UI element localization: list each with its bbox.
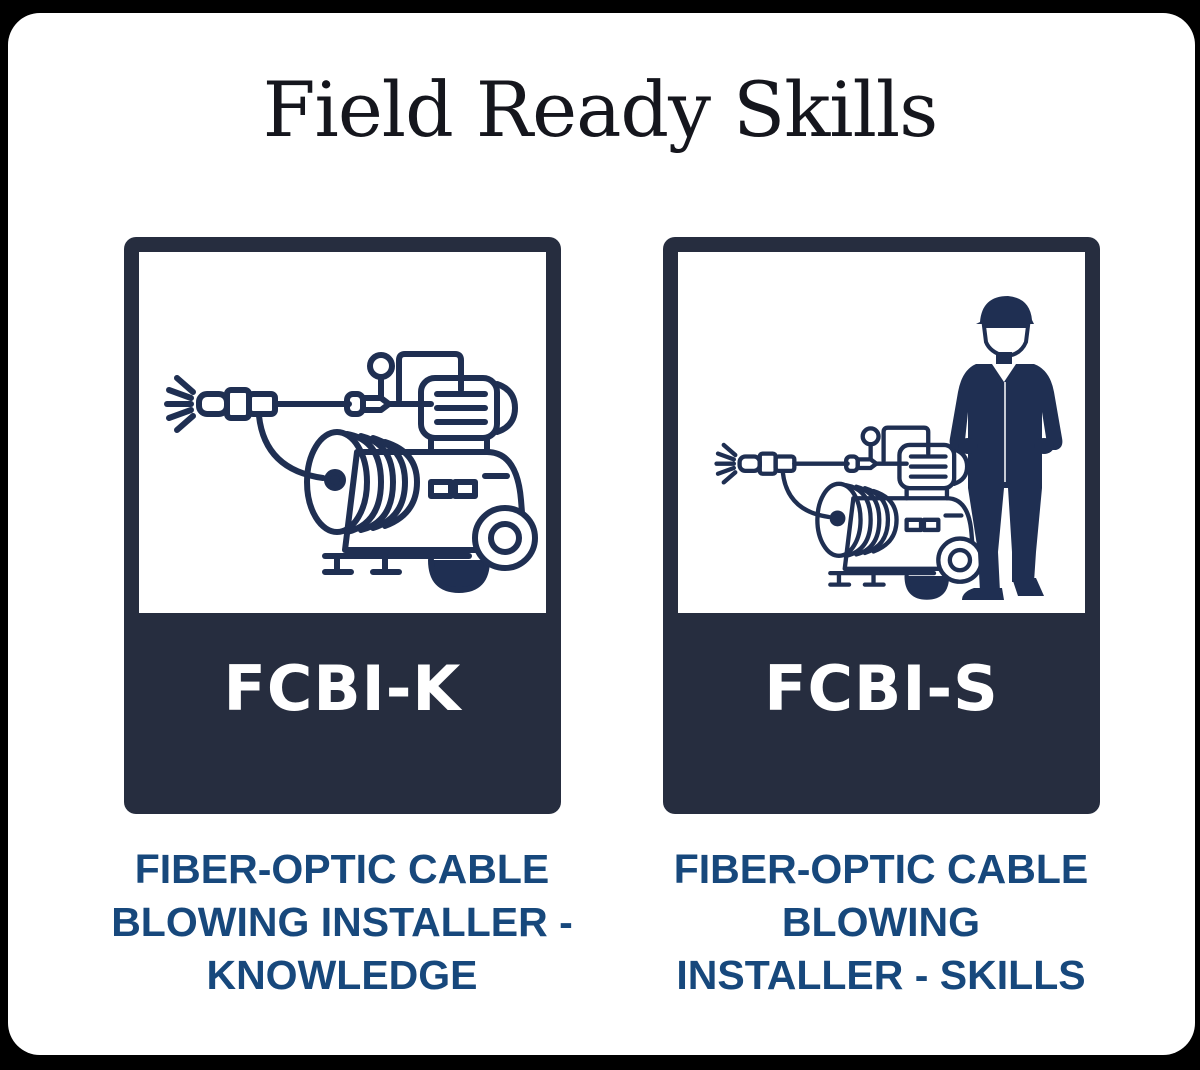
certification-code: FCBI-K — [223, 652, 462, 725]
skill-card-fcbi-s[interactable]: FCBI-S — [663, 237, 1100, 814]
certification-description: FIBER-OPTIC CABLE BLOWING INSTALLER - KN… — [62, 843, 622, 1002]
worker-icon — [949, 296, 1063, 600]
cable-blowing-machine-with-worker-icon — [678, 296, 1063, 600]
description-line: INSTALLER - SKILLS — [676, 952, 1086, 998]
page-title: Field Ready Skills — [262, 65, 938, 154]
card-illustration-area — [139, 252, 546, 613]
description-line: BLOWING INSTALLER - — [111, 899, 573, 945]
certification-code: FCBI-S — [764, 652, 999, 725]
description-line: BLOWING — [781, 899, 981, 945]
skill-card-fcbi-k[interactable]: FCBI-K — [124, 237, 561, 814]
certification-description: FIBER-OPTIC CABLE BLOWING INSTALLER - SK… — [601, 843, 1161, 1002]
card-illustration-area — [678, 252, 1085, 613]
description-line: FIBER-OPTIC CABLE — [673, 846, 1089, 892]
cable-blowing-machine-icon — [139, 252, 546, 613]
description-line: KNOWLEDGE — [206, 952, 478, 998]
description-line: FIBER-OPTIC CABLE — [134, 846, 550, 892]
